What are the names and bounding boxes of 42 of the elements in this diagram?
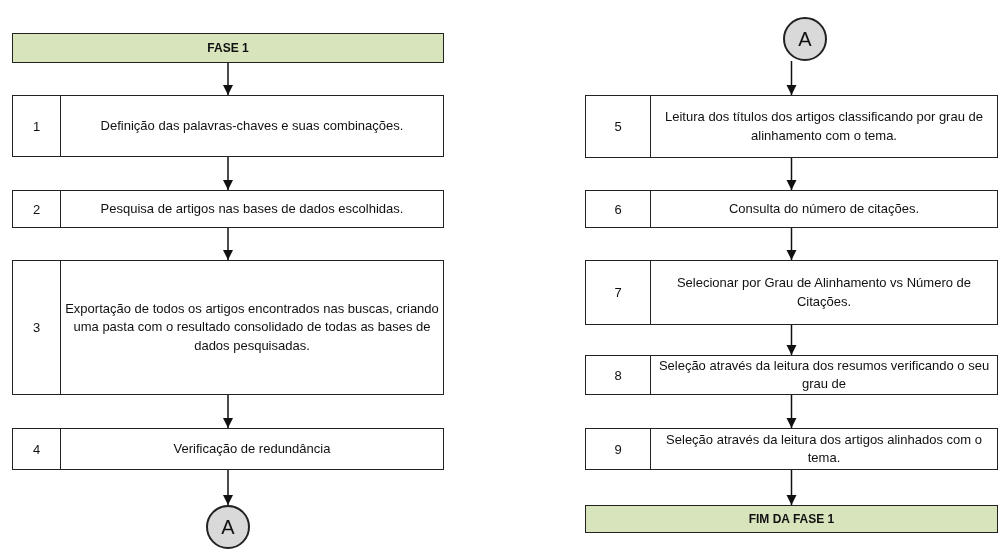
step-number: 4 xyxy=(13,429,61,469)
arrow xyxy=(222,62,234,96)
step-description: Pesquisa de artigos nas bases de dados escolhidas. xyxy=(99,199,405,218)
step-number: 7 xyxy=(586,261,651,324)
step-description: Selecionar por Grau de Alinhamento vs Número de Citações. xyxy=(675,274,973,311)
step-number: 9 xyxy=(586,429,651,469)
connector-circle: A xyxy=(783,17,827,61)
step-description: Definição das palavras-chaves e suas combinações. xyxy=(99,116,405,135)
step-box xyxy=(585,355,998,395)
step-description: Leitura dos títulos dos artigos classificando por grau de alinhamento com o tema. xyxy=(664,108,984,145)
arrow xyxy=(222,156,234,191)
step-number: 6 xyxy=(586,191,651,227)
step-box xyxy=(12,428,444,470)
arrow xyxy=(786,227,797,261)
step-description: Verificação de redundância xyxy=(172,439,332,458)
step-number: 8 xyxy=(586,356,651,394)
arrow xyxy=(786,469,797,506)
step-number: 5 xyxy=(586,96,651,157)
step-box xyxy=(12,260,444,395)
arrow xyxy=(222,227,234,261)
step-description: Consulta do número de citações. xyxy=(727,199,921,218)
step-number: 1 xyxy=(13,96,61,156)
phase-banner: FASE 1 xyxy=(12,33,444,63)
connector-circle: A xyxy=(206,505,250,549)
arrow xyxy=(786,157,797,191)
step-number: 2 xyxy=(13,191,61,227)
step-box xyxy=(585,95,998,158)
arrow xyxy=(786,324,797,356)
arrow xyxy=(222,394,234,429)
step-description: Seleção através da leitura dos resumos verificando o seu grau de xyxy=(657,356,991,393)
step-description: Seleção através da leitura dos artigos alinhados com o tema. xyxy=(665,430,983,467)
step-number: 3 xyxy=(13,261,61,394)
arrow xyxy=(786,60,797,96)
step-box xyxy=(12,95,444,157)
phase-banner: FIM DA FASE 1 xyxy=(585,505,998,533)
arrow xyxy=(786,394,797,429)
arrow xyxy=(222,469,234,506)
step-box xyxy=(585,190,998,228)
step-box xyxy=(585,260,998,325)
step-box xyxy=(12,190,444,228)
step-description: Exportação de todos os artigos encontrados nas buscas, criando uma pasta com o resultado consolidado de todas as bases de dados pesquisadas. xyxy=(64,300,440,355)
step-box xyxy=(585,428,998,470)
